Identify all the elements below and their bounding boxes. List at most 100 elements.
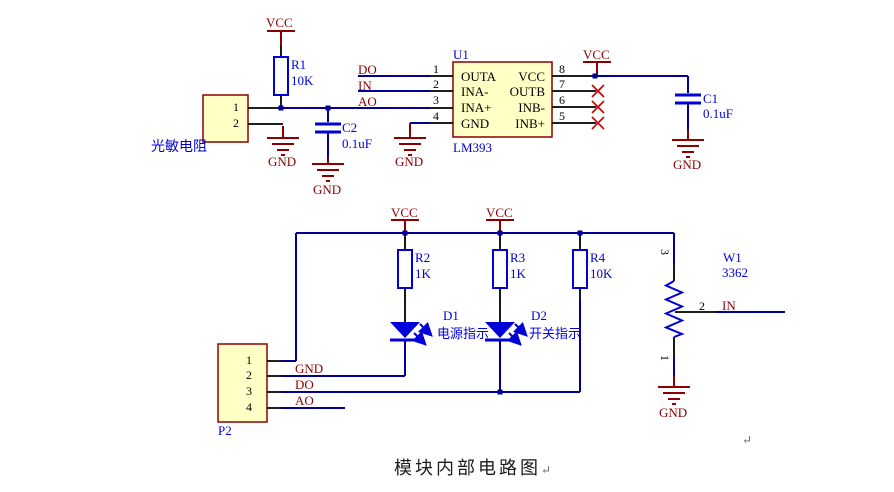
u1-pin6-number: 6 [559, 93, 565, 107]
photoresistor-label: 光敏电阻 [151, 140, 207, 155]
vcc-label-r2: VCC [391, 205, 418, 220]
wire-vcc-c1 [595, 75, 689, 130]
u1-pin8-number: 8 [559, 62, 565, 76]
u1-pin3-number: 3 [433, 93, 439, 107]
u1-pin5-number: 5 [559, 109, 565, 123]
r3-symbol [492, 249, 508, 289]
r3-ref: R3 [510, 250, 526, 265]
photoresistor-body [202, 94, 249, 143]
vcc-symbol-u1 [583, 61, 611, 75]
c1-value: 0.1uF [703, 106, 733, 121]
photoresistor-pins [248, 107, 283, 125]
w1-pin1-number: 1 [658, 355, 672, 361]
gnd-symbol-u1 [394, 123, 426, 156]
gnd-label-photoresistor: GND [268, 154, 297, 169]
d1-label: 电源指示 [437, 326, 490, 341]
wire-w1 [673, 233, 785, 376]
do-net-label-top: DO [358, 62, 377, 77]
gnd-label-c2: GND [313, 182, 342, 197]
gnd-symbol-c1 [672, 130, 704, 158]
u1-part: LM393 [453, 140, 492, 155]
paragraph-return-mark-2: ↵ [742, 433, 753, 447]
page-caption: 模块内部电路图↵ [394, 459, 551, 477]
gnd-label-w1: GND [659, 405, 688, 420]
r3-value: 1K [510, 266, 526, 281]
r1-ref: R1 [291, 57, 307, 72]
r1-value: 10K [291, 73, 314, 88]
r2-r3-r4-pins [404, 233, 581, 322]
d2-led-symbol [485, 321, 528, 346]
w1-pin3-number: 3 [658, 249, 672, 255]
w1-pin2-number: 2 [699, 299, 705, 313]
no-connect-x-marks [591, 84, 605, 130]
u1-left-pin-wires [430, 75, 453, 124]
p2-pin3-number: 3 [246, 384, 252, 398]
r4-symbol [572, 249, 588, 289]
u1-pin-name-outb: OUTB [509, 84, 545, 99]
wire-do-net-d2-r4 [281, 300, 581, 393]
gnd-symbol-w1 [658, 376, 690, 405]
in-net-label-w1: IN [722, 298, 736, 313]
gnd-net-label-p2: GND [295, 361, 324, 376]
d2-label: 开关指示 [529, 326, 582, 341]
wire-p2-pin1-vcc [281, 233, 297, 362]
w1-ref: W1 [723, 250, 742, 265]
d1-ref: D1 [443, 308, 459, 323]
photoresistor-pin1: 1 [233, 100, 239, 114]
d1-led-symbol [390, 321, 433, 346]
gnd-symbol-photoresistor [267, 126, 299, 156]
u1-pin-name-inb-plus: INB+ [515, 116, 545, 131]
r2-ref: R2 [415, 250, 431, 265]
d2-ref: D2 [531, 308, 547, 323]
do-net-label-p2: DO [295, 377, 314, 392]
u1-pin-name-vcc: VCC [518, 69, 545, 84]
u1-right-pin-wires [552, 75, 596, 124]
ao-net-label-top: AO [358, 94, 377, 109]
u1-pin7-number: 7 [559, 77, 565, 91]
u1-ref: U1 [453, 47, 469, 62]
w1-potentiometer-symbol [663, 280, 685, 338]
p2-pin1-number: 1 [246, 353, 252, 367]
vcc-label-r1: VCC [266, 15, 293, 30]
u1-pin-name-outa: OUTA [461, 69, 497, 84]
junction-dots [278, 73, 598, 395]
w1-value: 3362 [722, 265, 748, 280]
vcc-label-r3: VCC [486, 205, 513, 220]
gnd-label-u1: GND [395, 154, 424, 169]
u1-pin4-number: 4 [433, 109, 439, 123]
c2-symbol [315, 122, 341, 134]
u1-pin-name-gnd: GND [461, 116, 490, 131]
vcc-label-u1: VCC [583, 47, 610, 62]
r4-value: 10K [590, 266, 613, 281]
wire-gnd-net-d1 [281, 341, 406, 377]
c2-value: 0.1uF [342, 136, 372, 151]
p2-pin4-number: 4 [246, 400, 252, 414]
r1-symbol [273, 56, 289, 96]
c2-ref: C2 [342, 120, 358, 135]
u1-pin-name-ina-minus: INA- [461, 84, 489, 99]
vcc-symbol-r1 [267, 30, 295, 46]
p2-pin-wires [267, 360, 281, 409]
ao-net-label-p2: AO [295, 393, 314, 408]
p2-connector-body [217, 343, 268, 423]
c1-ref: C1 [703, 91, 719, 106]
photoresistor-pin2: 2 [233, 116, 239, 130]
p2-ref: P2 [218, 423, 232, 438]
w1-pins [673, 264, 715, 358]
u1-pin2-number: 2 [433, 77, 439, 91]
u1-pin-name-inb-minus: INB- [518, 100, 545, 115]
r2-symbol [397, 249, 413, 289]
p2-pin2-number: 2 [246, 368, 252, 382]
u1-pin1-number: 1 [433, 62, 439, 76]
c1-symbol [675, 93, 701, 105]
gnd-symbol-c2 [312, 158, 344, 182]
u1-lm393-body [452, 61, 553, 138]
r2-value: 1K [415, 266, 431, 281]
gnd-label-c1: GND [673, 157, 702, 172]
r4-ref: R4 [590, 250, 606, 265]
caption-text: 模块内部电路图 [394, 458, 541, 478]
u1-pin-name-ina-plus: INA+ [461, 100, 492, 115]
paragraph-return-mark: ↵ [541, 463, 552, 477]
